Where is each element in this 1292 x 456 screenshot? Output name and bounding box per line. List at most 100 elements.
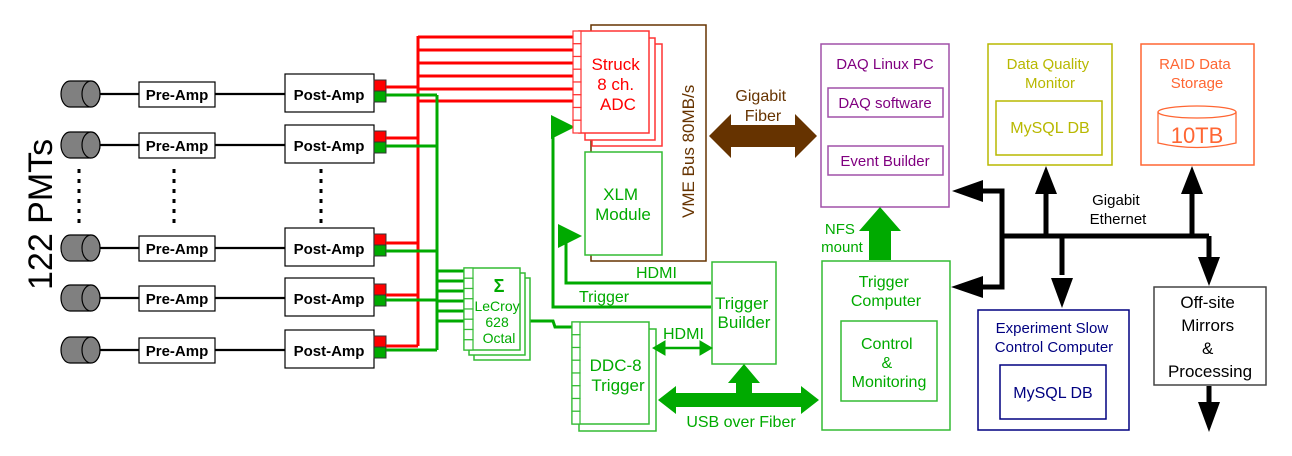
preamp-label: Pre-Amp	[146, 138, 209, 155]
svg-text:Data Quality Monitor: Data Quality Monitor	[1007, 56, 1094, 92]
input-port	[571, 372, 581, 387]
input-port	[571, 359, 581, 374]
red-output-port	[373, 79, 387, 92]
green-output-port	[373, 141, 387, 154]
svg-text:Gigabit Fiber: Gigabit Fiber	[735, 88, 790, 125]
struck-adc-line1: Struck	[592, 55, 641, 74]
struck-adc-line2: 8 ch.	[597, 75, 634, 94]
red-signal-bus	[386, 35, 574, 348]
postamp-label: Post-Amp	[294, 241, 365, 258]
postamp-box	[284, 124, 375, 164]
nfs-mount-link: NFS mount	[821, 207, 901, 260]
svg-text:RAID Data Storage: RAID Data Storage	[1159, 56, 1235, 92]
ethernet-arrowheads	[951, 166, 1220, 432]
hdmi-ddc-link	[652, 340, 713, 356]
green-signal-bus	[386, 93, 711, 352]
input-port	[572, 81, 582, 96]
pmt-icon	[60, 80, 101, 108]
svg-text:MySQL DB: MySQL DB	[1013, 385, 1092, 402]
svg-text:Trigger Computer: Trigger Computer	[851, 274, 922, 310]
preamp-label: Pre-Amp	[146, 343, 209, 360]
vme-bus-label: VME Bus 80MB/s	[679, 85, 698, 218]
raid-data-storage: RAID Data Storage 10TB	[1140, 43, 1255, 166]
preamp-box	[138, 235, 216, 262]
svg-text:XLM Module: XLM Module	[595, 185, 651, 224]
svg-text:Control & Monitori: Control & Monitoring	[852, 336, 927, 391]
input-port	[571, 397, 581, 412]
input-port	[572, 30, 582, 45]
red-output-port	[373, 130, 387, 143]
input-port	[463, 308, 474, 320]
postamp-box	[284, 277, 375, 317]
svg-text:Struck 8 ch. ADC: Struck 8 ch. ADC	[592, 55, 645, 114]
daq-software-box	[827, 87, 944, 118]
lecroy-628-octal: Σ LeCroy 628 Octal	[463, 267, 531, 361]
postamp-box	[284, 227, 375, 267]
pmt-icon	[60, 284, 101, 312]
input-port	[571, 334, 581, 349]
offsite-mirrors-processing: Off-site Mirrors & Processing	[1153, 286, 1267, 386]
trigger-computer: Trigger Computer Control & Monitoring	[821, 260, 951, 431]
input-port	[572, 43, 582, 58]
postamp-label: Post-Amp	[294, 291, 365, 308]
svg-text:MySQL DB: MySQL DB	[1010, 120, 1089, 137]
svg-text:10TB: 10TB	[1171, 123, 1224, 148]
postamp-label: Post-Amp	[294, 343, 365, 360]
postamp-box	[284, 329, 375, 369]
postamp-label: Post-Amp	[294, 87, 365, 104]
xlm-module: XLM Module	[584, 151, 663, 256]
svg-text:Trigger Builder: Trigger Builder	[715, 294, 773, 332]
control-monitoring-box	[840, 320, 938, 402]
dqm-mysql-box	[995, 100, 1103, 156]
input-port	[571, 321, 581, 336]
input-port	[571, 385, 581, 400]
input-port	[572, 94, 582, 109]
svg-text:DDC-8 Trigger: DDC-8 Trigger	[590, 356, 647, 395]
hdmi-label-top: HDMI	[636, 265, 677, 282]
event-builder-box	[827, 145, 944, 176]
svg-text:Event Builder: Event Builder	[840, 153, 929, 170]
svg-text:DAQ software: DAQ software	[838, 95, 931, 112]
green-output-port	[373, 244, 387, 257]
input-port	[571, 346, 581, 361]
pmt-channel-row: Pre-Amp Post-Amp	[60, 277, 387, 317]
trigger-label: Trigger	[579, 289, 630, 306]
green-output-port	[373, 294, 387, 307]
struck-adc: Struck 8 ch. ADC	[572, 30, 663, 147]
input-port	[571, 410, 581, 425]
data-quality-monitor: Data Quality Monitor MySQL DB	[987, 43, 1113, 166]
trigger-builder: Trigger Builder	[711, 261, 777, 365]
preamp-box	[138, 337, 216, 364]
svg-text:DAQ Linux PC: DAQ Linux PC	[836, 56, 934, 73]
svg-text:Off-site Mirrors &: Off-site Mirrors & Processing	[1168, 293, 1252, 381]
preamp-label: Pre-Amp	[146, 241, 209, 258]
input-port	[572, 119, 582, 134]
green-output-port	[373, 346, 387, 359]
pmt-icon	[60, 234, 101, 262]
ddc8-trigger: DDC-8 Trigger	[571, 321, 657, 432]
gigabit-ethernet-label: Gigabit Ethernet	[1090, 192, 1148, 228]
input-port	[463, 339, 474, 351]
svg-text:Experiment Slow Control: Experiment Slow Control Computer	[995, 320, 1113, 356]
pmt-icon	[60, 336, 101, 364]
input-port	[463, 267, 474, 279]
pmt-icon	[60, 131, 101, 159]
green-output-port	[373, 90, 387, 103]
red-output-port	[373, 233, 387, 246]
input-port	[572, 55, 582, 70]
slow-control-computer: Experiment Slow Control Computer MySQL D…	[977, 309, 1130, 431]
hdmi-label-ddc: HDMI	[663, 326, 704, 343]
pmt-channel-row: Pre-Amp Post-Amp	[60, 329, 387, 369]
red-output-port	[373, 335, 387, 348]
svg-text:USB over Fiber: USB over Fiber	[686, 414, 796, 431]
gigabit-fiber-link: Gigabit Fiber	[709, 88, 817, 158]
row-ellipsis	[77, 169, 323, 226]
preamp-label: Pre-Amp	[146, 291, 209, 308]
input-port	[463, 287, 474, 300]
input-port	[463, 328, 474, 341]
sigma-icon: Σ	[494, 276, 505, 296]
